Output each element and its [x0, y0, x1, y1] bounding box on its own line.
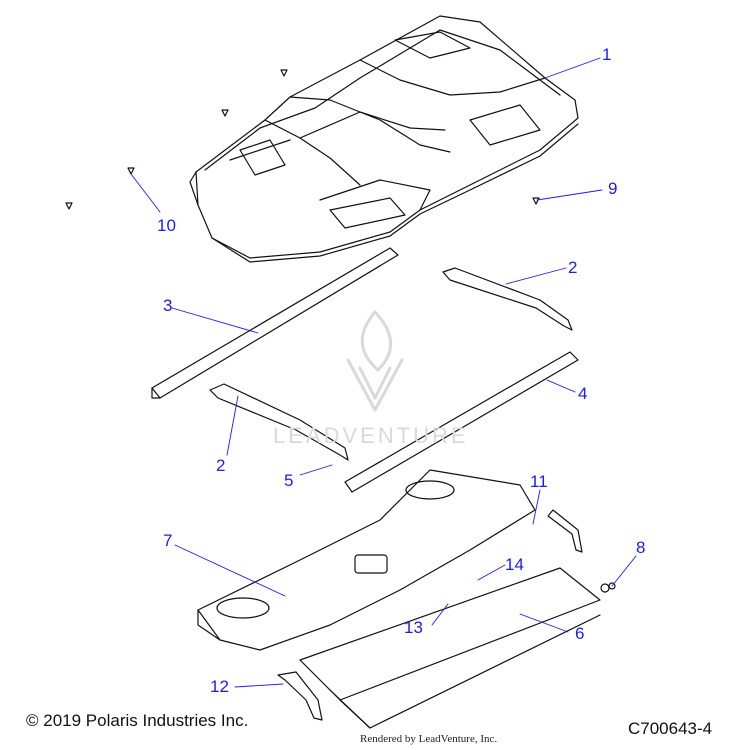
panel-part-6: [299, 567, 601, 729]
callout-14: 14: [505, 555, 524, 574]
callout-2a: 2: [568, 258, 578, 277]
callout-10: 10: [157, 216, 176, 235]
watermark-text: LEADVENTURE: [273, 423, 469, 448]
headliner-part-7: [197, 469, 536, 651]
trim-part-11: [547, 509, 583, 553]
callout-5: 5: [284, 471, 294, 490]
watermark-logo-icon: [346, 310, 404, 412]
trim-part-2-lower: [209, 383, 349, 461]
callout-1: 1: [602, 45, 612, 64]
trim-part-12: [277, 671, 323, 721]
fastener-part-10: [65, 69, 540, 210]
callout-11: 11: [530, 472, 548, 491]
callout-3: 3: [163, 296, 173, 315]
callout-7: 7: [163, 531, 173, 550]
callout-9: 9: [608, 179, 618, 198]
leader-lines: [130, 57, 637, 688]
callout-6: 6: [575, 624, 585, 643]
callout-2b: 2: [216, 456, 226, 475]
callout-13: 13: [404, 618, 423, 637]
part-code: C700643-4: [628, 719, 713, 738]
callout-8: 8: [636, 538, 646, 557]
bar-part-4: [344, 351, 579, 493]
rendered-by-text: Rendered by LeadVenture, Inc.: [360, 733, 498, 745]
strip-part-3: [151, 247, 399, 399]
callout-4: 4: [578, 384, 588, 403]
roof-part-1: [189, 15, 579, 263]
fastener-part-8: [600, 582, 616, 593]
trim-part-2-upper: [442, 267, 573, 331]
copyright-text: © 2019 Polaris Industries Inc.: [26, 711, 249, 730]
callout-12: 12: [210, 677, 229, 696]
